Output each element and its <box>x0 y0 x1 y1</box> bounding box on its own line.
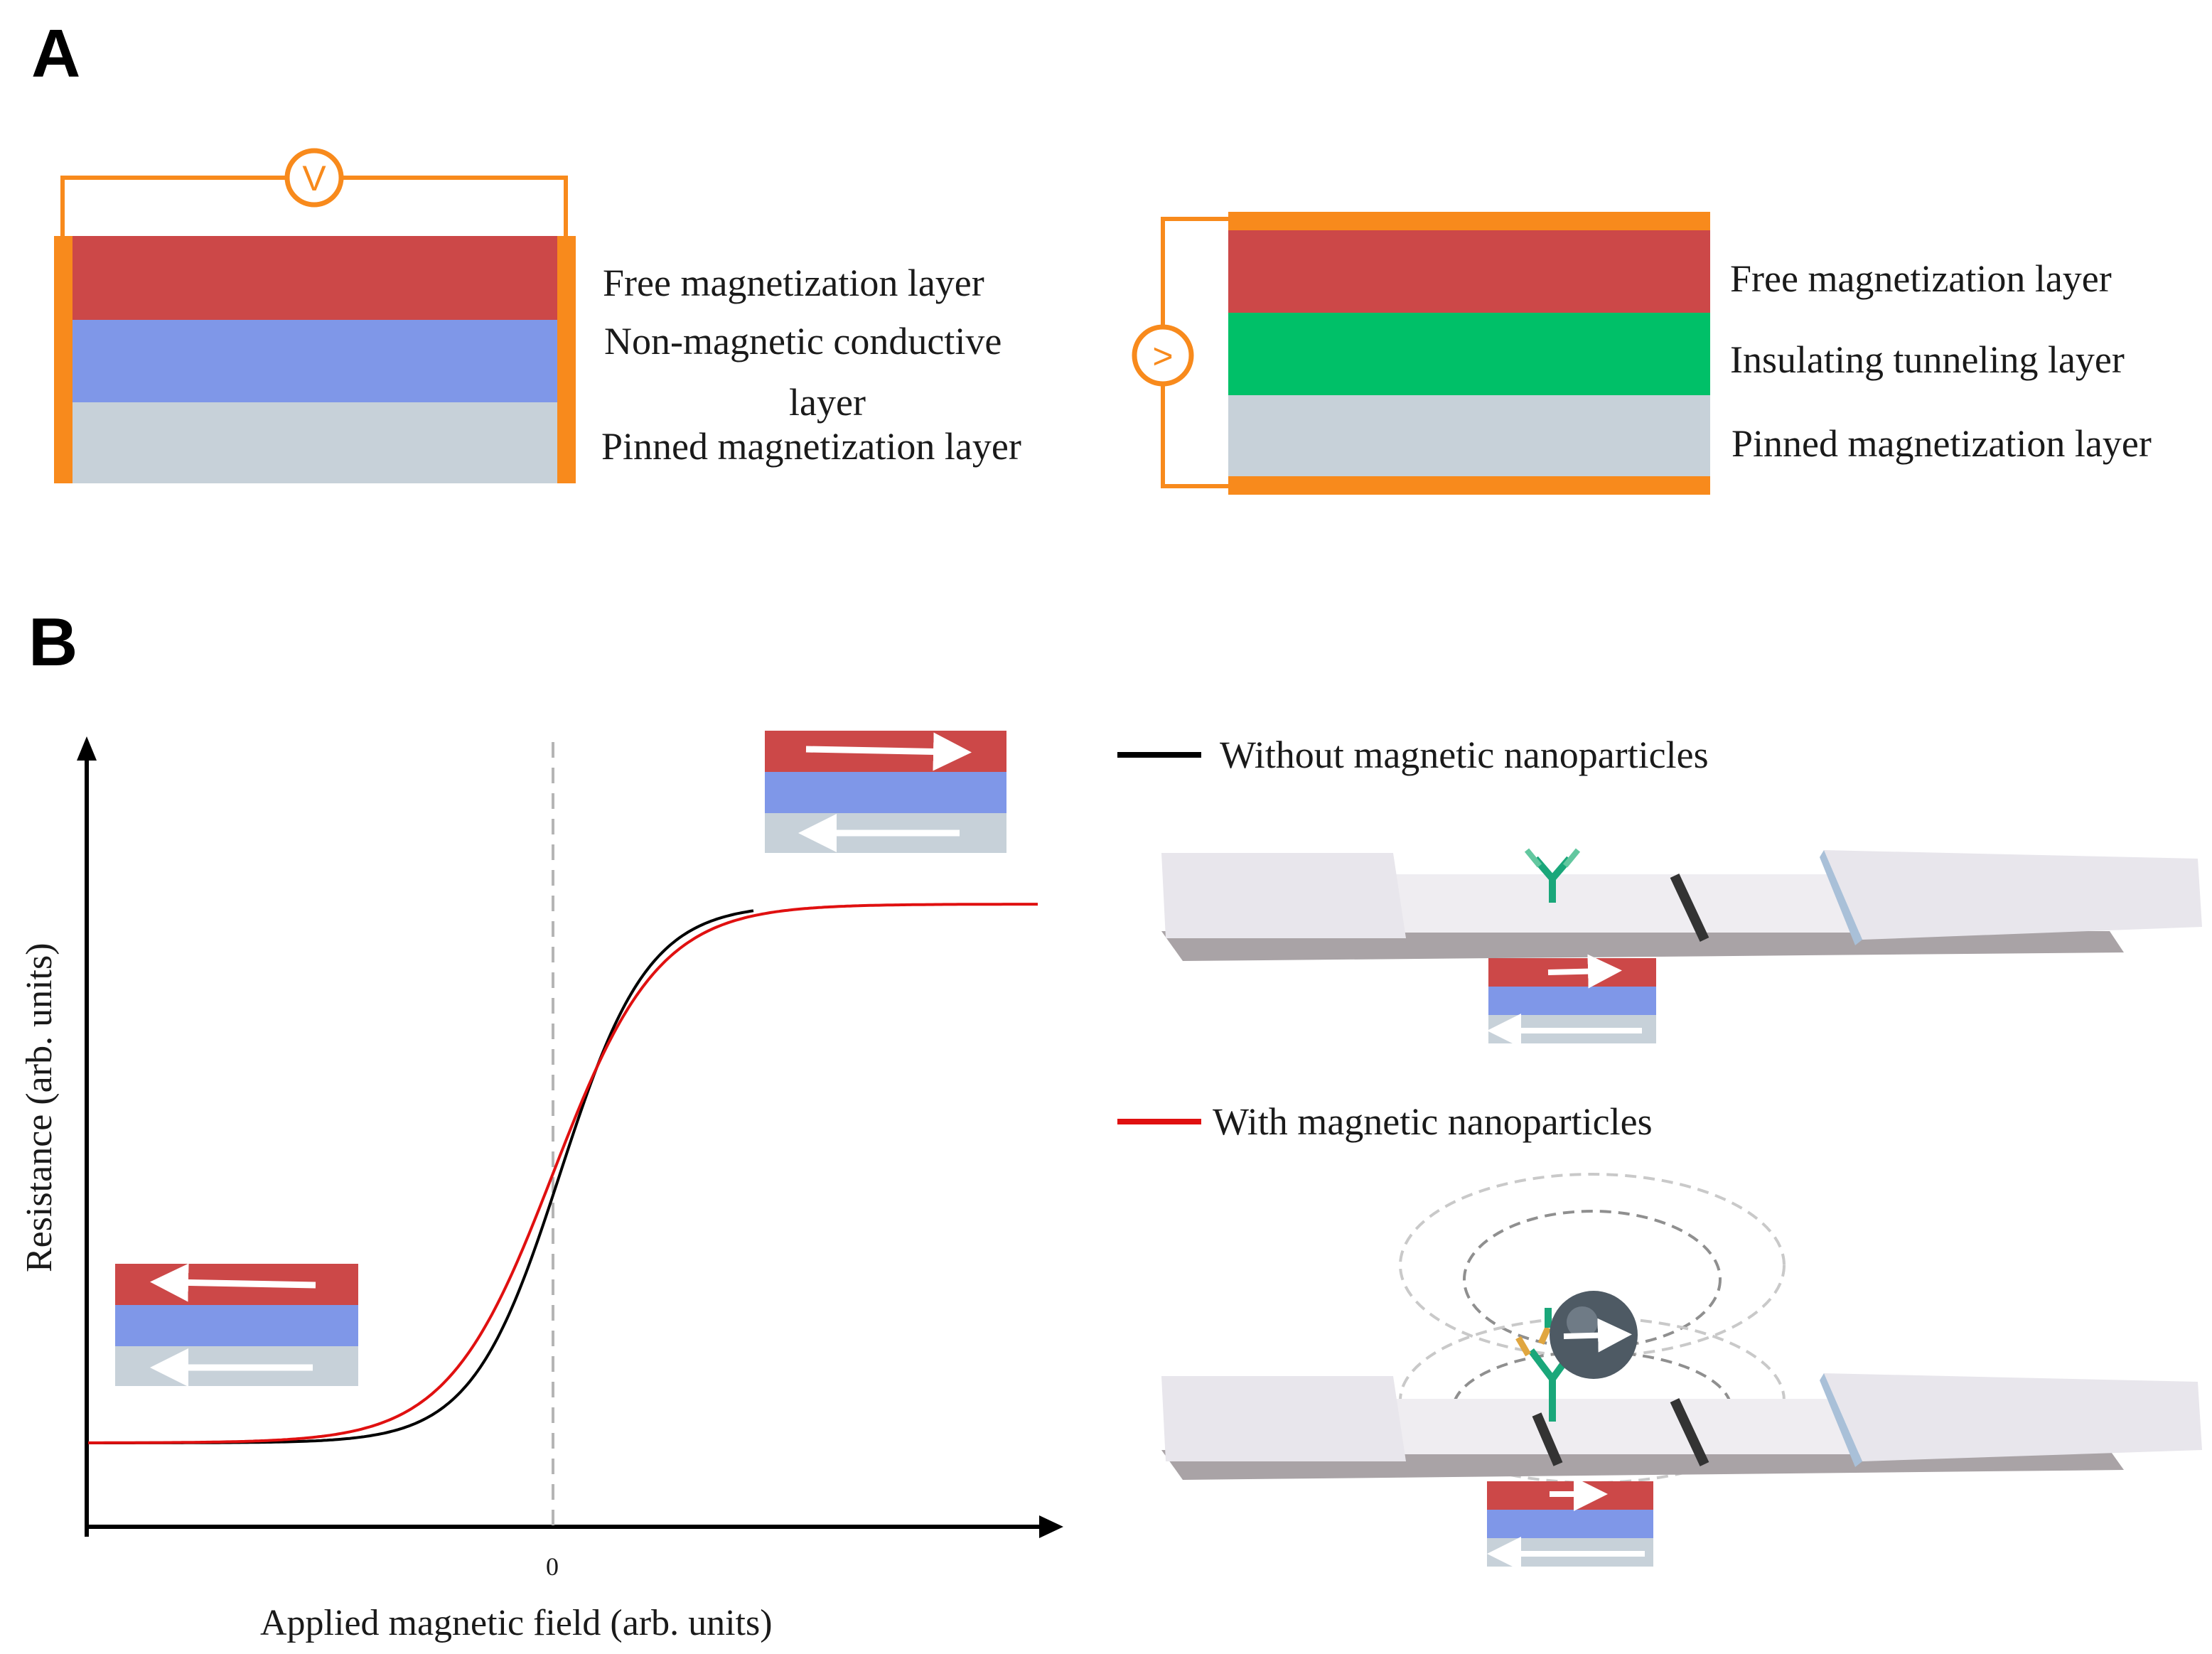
strip-right-pad <box>1824 1373 2202 1461</box>
tmr-label-free: Free magnetization layer <box>1730 257 2112 300</box>
panel-b-letter: B <box>28 604 77 680</box>
strip-left-pad <box>1161 853 1406 938</box>
stack-spacer-layer <box>115 1305 358 1346</box>
gmr-label-conductive-cont: layer <box>789 381 866 424</box>
strip-left-pad <box>1161 1376 1406 1461</box>
gmr-voltmeter-icon <box>284 148 344 208</box>
strip-right-pad-edge <box>1820 850 1862 945</box>
tmr-tunnel-layer <box>1228 313 1710 395</box>
gmr-left-contact <box>54 236 73 483</box>
tmr-label-pinned: Pinned magnetization layer <box>1732 422 2152 465</box>
sensor-strip-with <box>1161 1173 2202 1571</box>
panel-a-letter: A <box>31 16 80 92</box>
test-line <box>1670 874 1709 942</box>
sensor-spacer-layer <box>1488 987 1656 1015</box>
test-line <box>1670 1398 1709 1466</box>
x-tick-zero: 0 <box>546 1552 559 1581</box>
tmr-label-tunnel: Insulating tunneling layer <box>1730 338 2125 381</box>
left-arrow-icon <box>150 1263 316 1302</box>
y-axis-label: Resistance (arb. units) <box>19 943 60 1272</box>
gmr-circuit-wire <box>60 176 568 236</box>
sensor-strip-without <box>1161 848 2202 1048</box>
right-arrow-icon <box>1563 1318 1632 1353</box>
gmr-conductive-layer <box>71 320 559 402</box>
right-arrow-icon <box>805 732 972 771</box>
antibody-complex-icon <box>1515 1308 1574 1422</box>
tmr-pinned-layer <box>1228 395 1710 476</box>
tmr-meter-symbol: > <box>1152 336 1173 376</box>
sensor-spacer-layer <box>1487 1510 1653 1538</box>
high-resistance-stack-icon <box>765 731 1006 853</box>
x-axis-label: Applied magnetic field (arb. units) <box>260 1603 773 1643</box>
tmr-top-contact <box>1228 212 1710 230</box>
tmr-bottom-contact <box>1228 476 1710 495</box>
gmr-right-contact <box>557 236 576 483</box>
tmr-stack: > <box>1132 212 1710 495</box>
gmr-voltmeter-symbol: V <box>302 159 326 198</box>
strip-right-pad <box>1824 850 2202 940</box>
strip-right-pad-edge <box>1820 1373 1862 1467</box>
tmr-meter-icon <box>1132 324 1194 387</box>
legend-label-without: Without magnetic nanoparticles <box>1220 734 1709 776</box>
x-axis-arrowhead <box>1039 1515 1063 1538</box>
legend-label-with: With magnetic nanoparticles <box>1213 1100 1653 1143</box>
right-arrow-icon <box>1547 954 1622 989</box>
gmr-label-conductive: Non-magnetic conductive <box>604 320 1002 363</box>
low-resistance-stack-icon <box>115 1263 358 1387</box>
gmr-pinned-layer <box>71 402 559 483</box>
stack-spacer-layer <box>765 772 1006 813</box>
gmr-stack: V <box>54 148 576 483</box>
y-axis-arrowhead <box>77 736 97 761</box>
antibody-icon <box>1524 848 1581 903</box>
gmr-label-free: Free magnetization layer <box>603 262 984 304</box>
control-line <box>1532 1412 1563 1466</box>
tmr-circuit-wire <box>1161 217 1228 488</box>
nanoparticle-highlight <box>1567 1306 1598 1338</box>
curve-with-nanoparticles <box>88 903 1038 1444</box>
gmr-label-pinned: Pinned magnetization layer <box>601 425 1021 468</box>
gmr-free-layer <box>71 236 559 320</box>
tmr-free-layer <box>1228 230 1710 313</box>
